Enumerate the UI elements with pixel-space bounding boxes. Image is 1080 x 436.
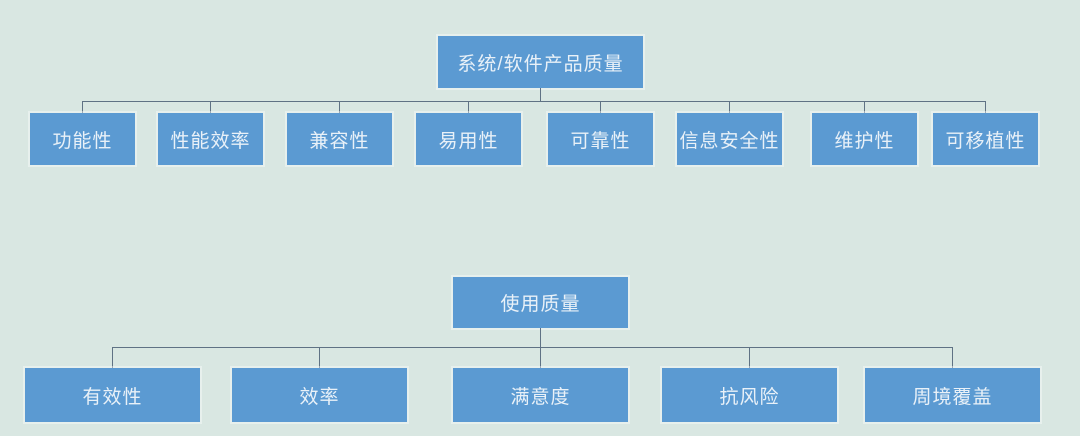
connector-stub [985, 101, 986, 113]
node-maintainability: 维护性 [812, 113, 917, 165]
connector-root-drop [540, 88, 541, 101]
connector-stub [468, 101, 469, 113]
node-system-software-product-quality: 系统/软件产品质量 [438, 36, 643, 88]
node-reliability: 可靠性 [548, 113, 653, 165]
connector-stub [112, 347, 113, 368]
connector-stub [952, 347, 953, 368]
node-usability: 易用性 [416, 113, 521, 165]
node-context-coverage: 周境覆盖 [865, 368, 1040, 422]
node-compatibility: 兼容性 [287, 113, 392, 165]
connector-bus [82, 101, 985, 102]
node-functionality: 功能性 [30, 113, 135, 165]
node-information-security: 信息安全性 [677, 113, 782, 165]
node-effectiveness: 有效性 [25, 368, 200, 422]
connector-stub [339, 101, 340, 113]
connector-stub [210, 101, 211, 113]
node-performance-efficiency: 性能效率 [158, 113, 263, 165]
connector-stub [864, 101, 865, 113]
node-quality-in-use: 使用质量 [453, 277, 628, 328]
connector-root-drop [540, 328, 541, 347]
connector-bus [112, 347, 952, 348]
connector-stub [600, 101, 601, 113]
connector-stub [540, 347, 541, 368]
connector-stub [749, 347, 750, 368]
node-portability: 可移植性 [933, 113, 1038, 165]
node-efficiency: 效率 [232, 368, 407, 422]
connector-stub [319, 347, 320, 368]
node-freedom-from-risk: 抗风险 [662, 368, 837, 422]
connector-stub [729, 101, 730, 113]
connector-stub [82, 101, 83, 113]
node-satisfaction: 满意度 [453, 368, 628, 422]
